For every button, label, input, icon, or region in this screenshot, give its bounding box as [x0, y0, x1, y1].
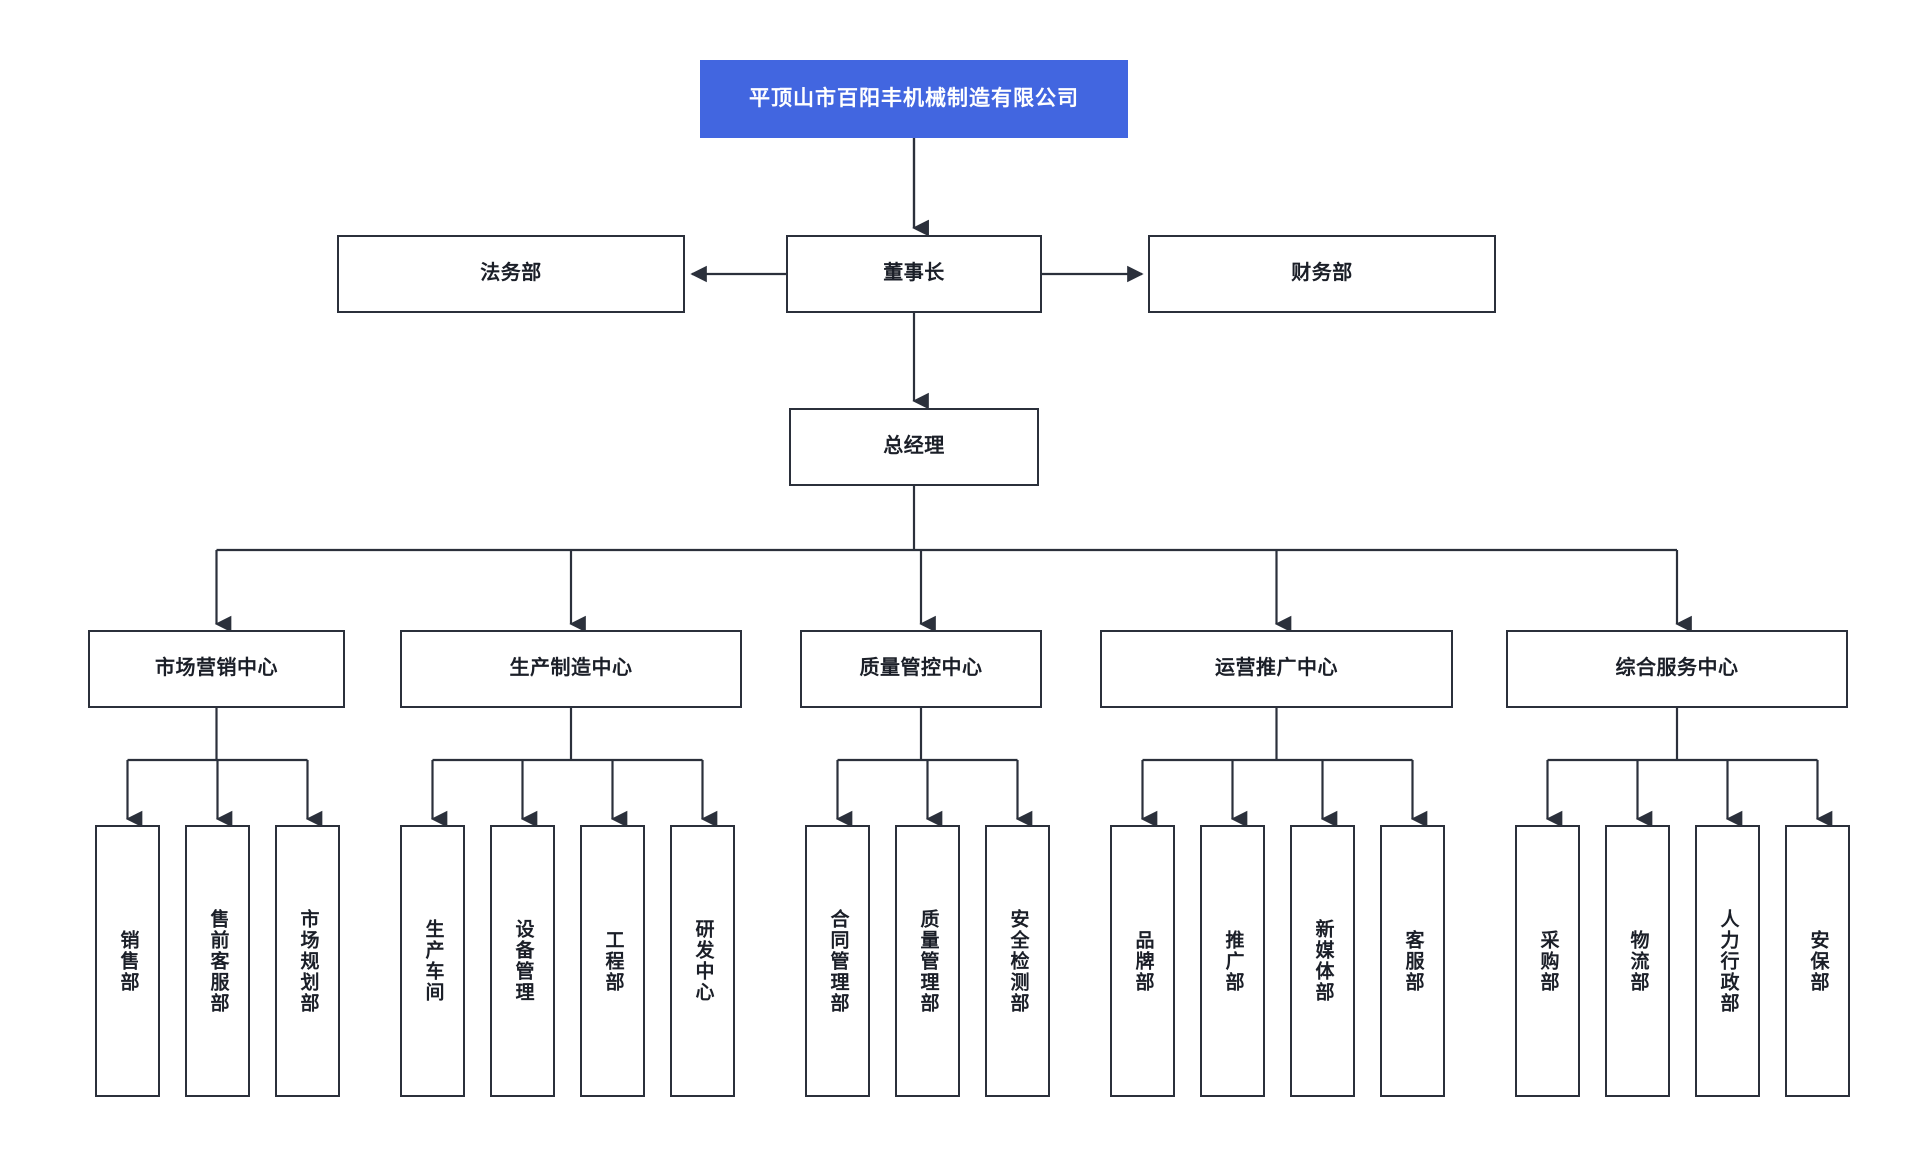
node-chairman[interactable]: 董事长 — [786, 235, 1042, 313]
node-label: 平顶山市百阳丰机械制造有限公司 — [749, 86, 1079, 110]
node-label: 合同管理部 — [827, 908, 849, 1014]
node-department-5-3[interactable]: 人力行政部 — [1695, 825, 1760, 1097]
node-label: 法务部 — [480, 262, 542, 285]
node-label: 市场营销中心 — [155, 657, 278, 680]
node-department-2-1[interactable]: 生产车间 — [400, 825, 465, 1097]
node-department-5-2[interactable]: 物流部 — [1605, 825, 1670, 1097]
node-finance-department[interactable]: 财务部 — [1148, 235, 1496, 313]
node-department-3-2[interactable]: 质量管理部 — [895, 825, 960, 1097]
node-label: 运营推广中心 — [1215, 657, 1338, 680]
node-label: 质量管理部 — [917, 908, 939, 1014]
node-center-1[interactable]: 市场营销中心 — [88, 630, 345, 708]
node-label: 物流部 — [1627, 929, 1649, 993]
node-label: 工程部 — [602, 929, 624, 993]
node-department-3-3[interactable]: 安全检测部 — [985, 825, 1050, 1097]
node-department-4-3[interactable]: 新媒体部 — [1290, 825, 1355, 1097]
node-department-2-4[interactable]: 研发中心 — [670, 825, 735, 1097]
node-department-5-4[interactable]: 安保部 — [1785, 825, 1850, 1097]
node-company-root[interactable]: 平顶山市百阳丰机械制造有限公司 — [700, 60, 1128, 138]
node-label: 市场规划部 — [297, 908, 319, 1014]
node-label: 研发中心 — [692, 919, 714, 1003]
node-label: 生产车间 — [422, 919, 444, 1003]
node-department-2-3[interactable]: 工程部 — [580, 825, 645, 1097]
node-label: 人力行政部 — [1717, 908, 1739, 1014]
node-label: 总经理 — [883, 435, 945, 458]
node-department-2-2[interactable]: 设备管理 — [490, 825, 555, 1097]
node-legal-department[interactable]: 法务部 — [337, 235, 685, 313]
node-label: 售前客服部 — [207, 908, 229, 1014]
node-label: 质量管控中心 — [859, 657, 983, 680]
node-label: 客服部 — [1402, 929, 1424, 993]
node-label: 董事长 — [883, 262, 945, 285]
node-label: 销售部 — [117, 929, 139, 993]
node-center-2[interactable]: 生产制造中心 — [400, 630, 742, 708]
node-department-5-1[interactable]: 采购部 — [1515, 825, 1580, 1097]
node-label: 采购部 — [1537, 929, 1559, 993]
node-department-1-3[interactable]: 市场规划部 — [275, 825, 340, 1097]
node-label: 安全检测部 — [1007, 908, 1029, 1014]
node-general-manager[interactable]: 总经理 — [789, 408, 1039, 486]
node-department-1-1[interactable]: 销售部 — [95, 825, 160, 1097]
node-label: 品牌部 — [1132, 929, 1154, 993]
node-label: 新媒体部 — [1312, 919, 1334, 1003]
node-center-5[interactable]: 综合服务中心 — [1506, 630, 1848, 708]
node-department-4-1[interactable]: 品牌部 — [1110, 825, 1175, 1097]
node-center-4[interactable]: 运营推广中心 — [1100, 630, 1453, 708]
node-label: 生产制造中心 — [509, 657, 633, 680]
node-center-3[interactable]: 质量管控中心 — [800, 630, 1042, 708]
node-department-4-2[interactable]: 推广部 — [1200, 825, 1265, 1097]
node-department-1-2[interactable]: 售前客服部 — [185, 825, 250, 1097]
node-label: 安保部 — [1807, 929, 1829, 993]
node-label: 综合服务中心 — [1615, 657, 1739, 680]
node-department-3-1[interactable]: 合同管理部 — [805, 825, 870, 1097]
node-label: 推广部 — [1222, 929, 1244, 993]
node-label: 财务部 — [1291, 262, 1353, 285]
node-department-4-4[interactable]: 客服部 — [1380, 825, 1445, 1097]
node-label: 设备管理 — [512, 919, 534, 1003]
